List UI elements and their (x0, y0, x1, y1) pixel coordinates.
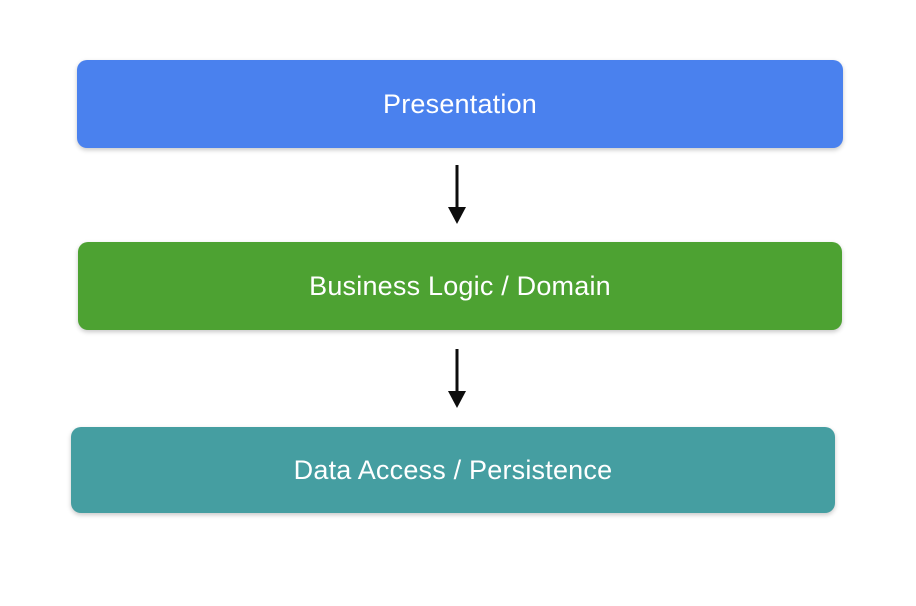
layer-label-business-logic: Business Logic / Domain (309, 270, 611, 301)
layer-label-presentation: Presentation (383, 88, 537, 119)
layer-node-business-logic: Business Logic / Domain (78, 242, 842, 330)
down-arrow-connector-2 (446, 348, 468, 408)
layer-node-presentation: Presentation (77, 60, 843, 148)
down-arrow-connector-1 (446, 164, 468, 224)
layer-node-data-access: Data Access / Persistence (71, 427, 835, 513)
down-arrow-icon (448, 349, 466, 408)
down-arrow-icon (448, 165, 466, 224)
layer-label-data-access: Data Access / Persistence (293, 454, 613, 485)
